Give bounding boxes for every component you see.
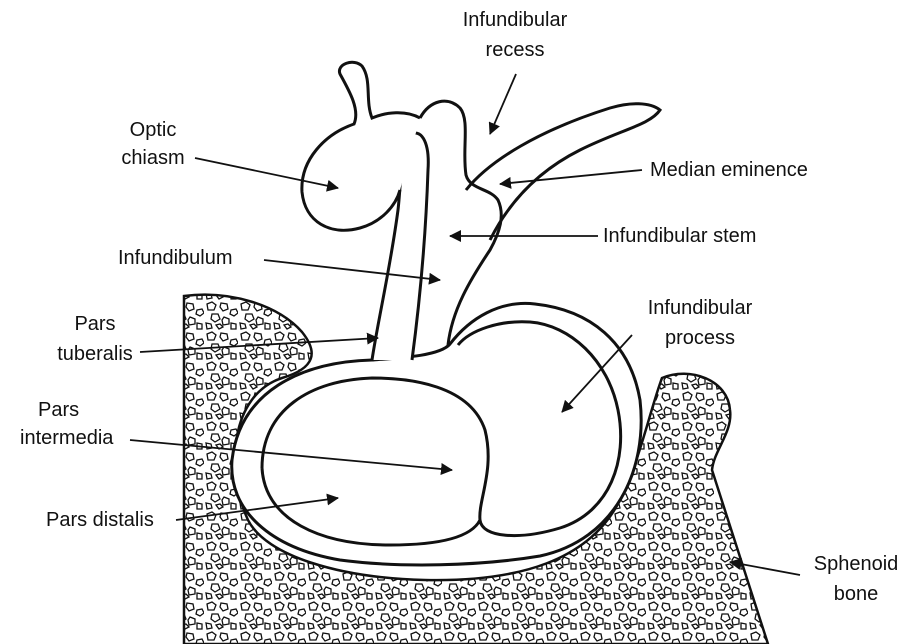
label-infundibular-stem: Infundibular stem xyxy=(603,224,756,248)
infundibular-stem-shape xyxy=(420,101,501,345)
label-median-eminence: Median eminence xyxy=(650,158,808,182)
label-pars-distalis: Pars distalis xyxy=(46,508,154,532)
label-pars-intermedia: Pars intermedia xyxy=(20,398,113,450)
label-optic-chiasm: Optic chiasm xyxy=(108,118,198,170)
label-infundibular-recess: Infundibular recess xyxy=(440,8,590,62)
label-sphenoid-bone: Sphenoid bone xyxy=(806,552,906,606)
arrow-median-eminence xyxy=(500,170,642,184)
label-pars-tuberalis: Pars tuberalis xyxy=(40,312,150,366)
label-infundibulum: Infundibulum xyxy=(118,246,233,270)
label-infundibular-process: Infundibular process xyxy=(625,296,775,350)
arrow-infundibular-recess xyxy=(490,74,516,134)
